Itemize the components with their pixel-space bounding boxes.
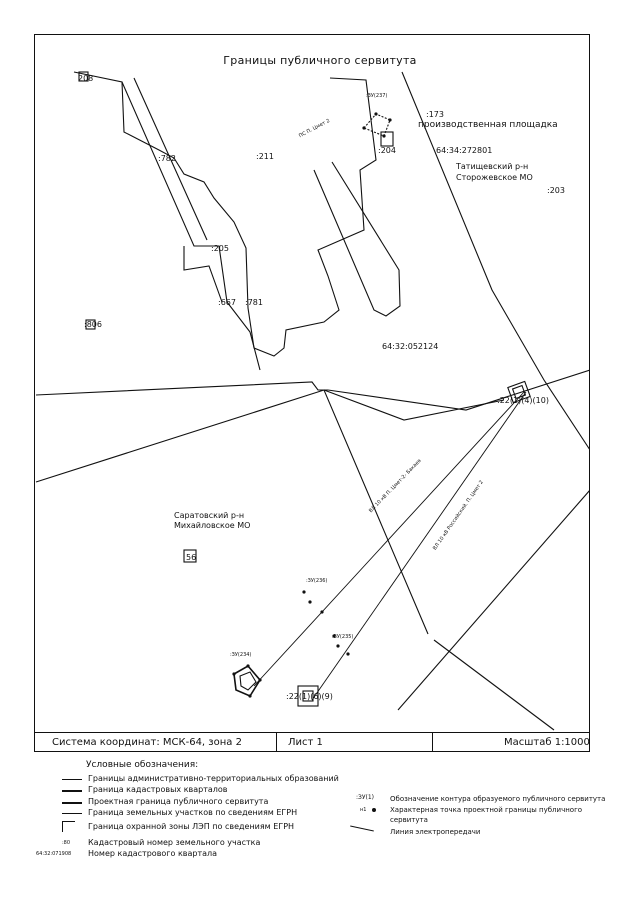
servitude-contour-label: :ЗУ(235) bbox=[332, 634, 354, 640]
parcel-boundary-lower-2 bbox=[323, 389, 505, 421]
region-boundary bbox=[401, 71, 590, 451]
parcel-number: 208 bbox=[78, 74, 94, 83]
pole-square-2 bbox=[297, 685, 319, 707]
pole-square-1 bbox=[507, 380, 531, 404]
legend-item: Номер кадастрового квартала bbox=[88, 849, 218, 858]
servitude-contour-237 bbox=[363, 113, 391, 137]
parcel-number: :173 bbox=[426, 110, 444, 119]
district-name: Саратовский р-н bbox=[174, 511, 245, 520]
coordinate-system: Система координат: МСК-64, зона 2 bbox=[52, 737, 242, 748]
servitude-contour-label: :ЗУ(237) bbox=[366, 93, 388, 99]
legend-item: Линия электропередачи bbox=[390, 828, 481, 836]
legend-symbol-power-line bbox=[350, 825, 374, 832]
quarter-number: 64:32:052124 bbox=[382, 342, 439, 351]
legend-item: Кадастровый номер земельного участка bbox=[88, 838, 261, 847]
parcel-number: :203 bbox=[547, 186, 565, 195]
legend-sample-contour: :ЗУ(1) bbox=[356, 794, 375, 801]
legend-heading: Условные обозначения: bbox=[86, 760, 199, 770]
legend-item: Характерная точка проектной границы публ… bbox=[390, 806, 583, 824]
legend-item: Проектная граница публичного сервитута bbox=[88, 797, 269, 806]
parcel-boundary-inner bbox=[183, 246, 223, 303]
legend-symbol-parcels bbox=[62, 813, 82, 814]
power-line-2 bbox=[311, 391, 527, 701]
parcel-number: :204 bbox=[378, 146, 396, 155]
servitude-contour-label: :ЗУ(236) bbox=[306, 578, 328, 584]
legend-point-marker bbox=[372, 808, 376, 812]
parcel-boundary-bottom bbox=[397, 489, 590, 711]
drawing-sheet-frame bbox=[34, 34, 590, 752]
district-name: Татищевский р-н bbox=[456, 162, 529, 171]
legend-symbol-servitude bbox=[62, 802, 82, 804]
drawing-footer: Система координат: МСК-64, зона 2 Лист 1… bbox=[34, 732, 590, 752]
parcel-boundary-upper bbox=[73, 71, 377, 357]
legend-item: Обозначение контура образуемого публично… bbox=[390, 795, 606, 803]
legend-symbol-admin bbox=[62, 779, 82, 780]
parcel-boundary-right bbox=[327, 369, 590, 411]
legend-item: Граница охранной зоны ЛЭП по сведениям Е… bbox=[88, 822, 295, 831]
power-line-1 bbox=[253, 391, 525, 687]
pole-label: :22(1)(4)(10) bbox=[497, 396, 549, 405]
parcel-number: :211 bbox=[256, 152, 274, 161]
corridor bbox=[313, 161, 401, 317]
parcel-number: 56 bbox=[186, 553, 197, 562]
municipality-name: Сторожевское МО bbox=[456, 173, 533, 182]
servitude-contour-label: :ЗУ(234) bbox=[230, 652, 252, 658]
pole-label: :22(1)(6)(9) bbox=[286, 692, 333, 701]
servitude-contour-234-inner bbox=[239, 671, 257, 691]
legend-item: Граница земельных участков по сведениям … bbox=[88, 808, 298, 817]
quarter-number: 64:34:272801 bbox=[436, 146, 493, 155]
road-edge-right bbox=[133, 77, 208, 241]
parcel-number: :205 bbox=[211, 244, 229, 253]
legend-sample-quarter: 64:32:071908 bbox=[36, 851, 72, 857]
parcel-box-806 bbox=[85, 319, 96, 330]
parcel-number: :806 bbox=[84, 320, 102, 329]
drawing-title: Границы публичного сервитута bbox=[223, 54, 417, 67]
parcel-number: :782 bbox=[158, 154, 176, 163]
legend-item: Границы административно-территориальных … bbox=[88, 774, 339, 783]
pole-square-3 bbox=[380, 131, 394, 147]
road-edge-left bbox=[121, 81, 261, 371]
parcel-boundary-mid bbox=[35, 381, 328, 396]
parcel-box-56 bbox=[183, 549, 197, 563]
parcel-boundary-bottom-2 bbox=[433, 639, 555, 731]
legend-symbol-quarter bbox=[62, 790, 82, 792]
parcel-box-208 bbox=[78, 71, 89, 82]
production-site-label: производственная площадка bbox=[418, 120, 558, 130]
municipality-name: Михайловское МО bbox=[174, 521, 251, 530]
pole-square-1-inner bbox=[511, 384, 527, 400]
parcel-number: :781 bbox=[245, 298, 263, 307]
legend-sample-parcel: :80 bbox=[62, 840, 71, 846]
legend-sample-point: н1 bbox=[360, 807, 367, 813]
parcel-number: :667 bbox=[218, 298, 236, 307]
servitude-contour-234 bbox=[233, 664, 261, 698]
pole-square-2-inner bbox=[302, 690, 314, 702]
legend-symbol-protection-zone bbox=[62, 821, 75, 832]
sheet-number: Лист 1 bbox=[288, 737, 323, 748]
legend-item: Граница кадастровых кварталов bbox=[88, 785, 228, 794]
cadastral-map bbox=[35, 71, 590, 731]
scale: Масштаб 1:1000 bbox=[504, 737, 590, 748]
